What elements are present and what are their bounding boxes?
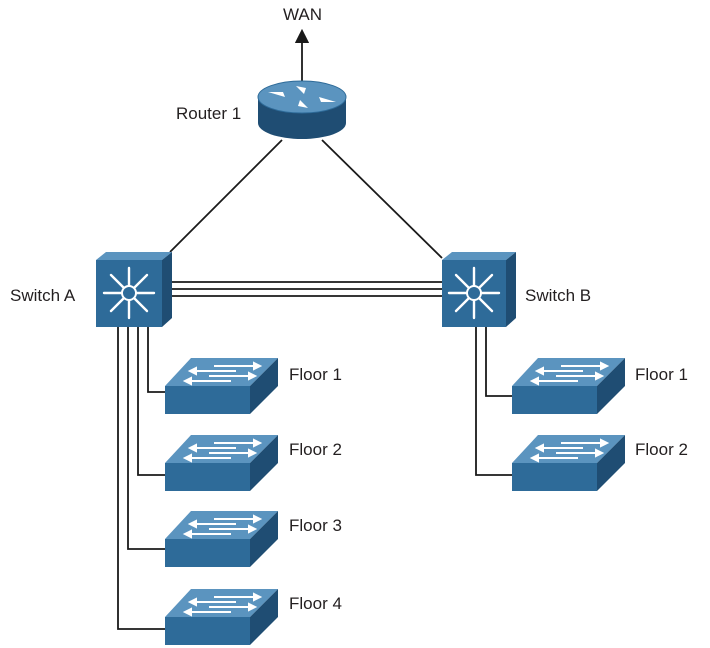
link-router-switch-a — [169, 139, 283, 253]
link-switch-b-floor-1 — [485, 327, 512, 397]
floor-label: Floor 1 — [635, 365, 688, 384]
floor-label: Floor 2 — [289, 440, 342, 459]
multilayer-switch-icon — [442, 252, 516, 327]
floor-label: Floor 1 — [289, 365, 342, 384]
link-switch-a-floor-1 — [147, 327, 165, 393]
workgroup-switch-icon — [165, 589, 278, 645]
switch-a-floor-4[interactable]: Floor 4 — [165, 589, 342, 645]
switch-a-floor-2[interactable]: Floor 2 — [165, 435, 342, 491]
switch-b-floor-1[interactable]: Floor 1 — [512, 358, 688, 414]
switch-a-floor-1[interactable]: Floor 1 — [165, 358, 342, 414]
link-switch-a-floor-3 — [127, 327, 165, 550]
multilayer-switch-icon — [96, 252, 172, 327]
workgroup-switch-icon — [165, 511, 278, 567]
switch-b[interactable]: Switch B — [442, 252, 591, 327]
switch-a[interactable]: Switch A — [10, 252, 172, 327]
floor-label: Floor 2 — [635, 440, 688, 459]
workgroup-switch-icon — [512, 435, 625, 491]
router-label: Router 1 — [176, 104, 241, 123]
workgroup-switch-icon — [165, 358, 278, 414]
link-switch-a-switch-b — [170, 281, 442, 297]
link-switch-a-floor-4 — [117, 327, 165, 630]
switch-b-floor-2[interactable]: Floor 2 — [512, 435, 688, 491]
workgroup-switch-icon — [512, 358, 625, 414]
link-switch-a-floor-2 — [137, 327, 165, 476]
link-switch-b-floor-2 — [475, 327, 512, 476]
router-1[interactable]: Router 1 — [176, 80, 347, 139]
workgroup-switch-icon — [165, 435, 278, 491]
floor-label: Floor 3 — [289, 516, 342, 535]
switch-a-floor-3[interactable]: Floor 3 — [165, 511, 342, 567]
floor-label: Floor 4 — [289, 594, 342, 613]
switch-a-label: Switch A — [10, 286, 76, 305]
router-icon — [257, 80, 347, 139]
switch-b-label: Switch B — [525, 286, 591, 305]
link-router-switch-b — [321, 139, 443, 259]
wan-label: WAN — [283, 5, 322, 24]
